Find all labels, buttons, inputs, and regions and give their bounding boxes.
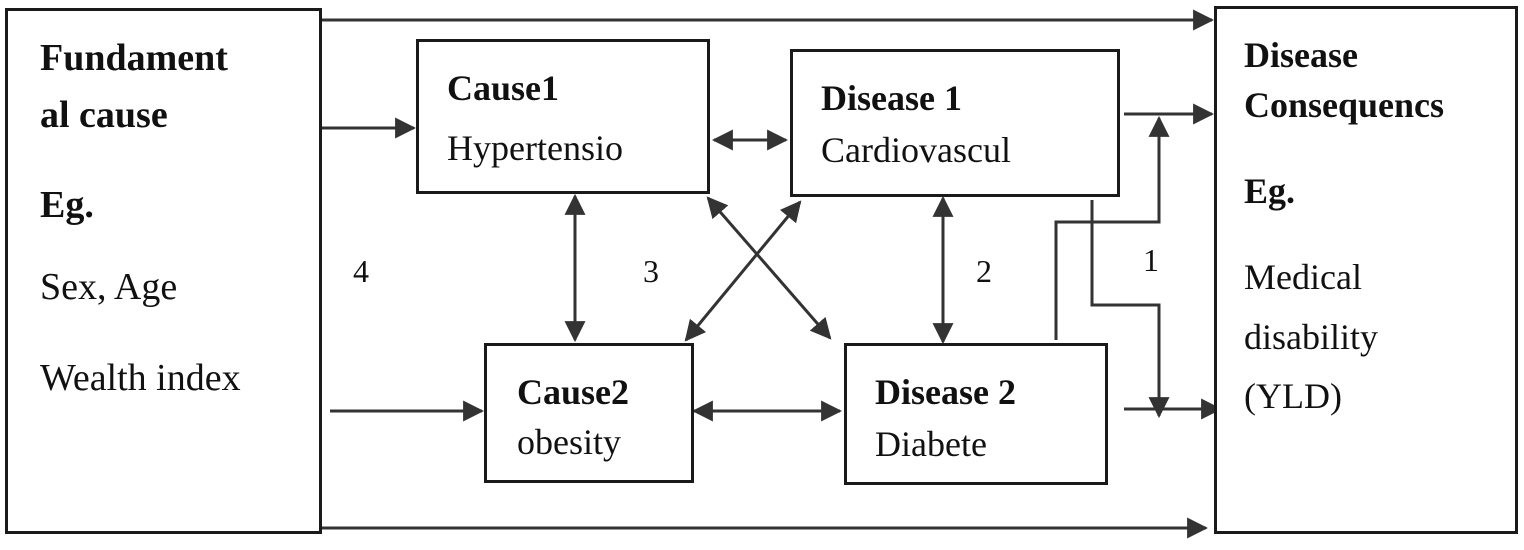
arrow-disease2-via-disease1 bbox=[1054, 115, 1170, 340]
path-label-2: 2 bbox=[976, 253, 992, 289]
disease-consequences-box: Disease Consequencs Eg. Medical disabili… bbox=[1214, 6, 1518, 534]
cause2-label: Cause2 bbox=[517, 372, 630, 412]
cause2-box: Cause2 obesity bbox=[484, 343, 694, 483]
disease1-box: Disease 1 Cardiovascul bbox=[790, 49, 1120, 197]
arrow-disease1-via-disease2 bbox=[1090, 200, 1170, 419]
path-label-4: 4 bbox=[353, 253, 369, 289]
disease1-name: Cardiovascul bbox=[821, 130, 1011, 170]
fundamental-cause-title-line1: Fundament bbox=[40, 37, 228, 79]
disease2-label: Disease 2 bbox=[875, 372, 1016, 412]
consequences-item-disability: disability bbox=[1244, 317, 1378, 357]
cause1-label: Cause1 bbox=[447, 68, 560, 108]
disease2-name: Diabete bbox=[875, 424, 987, 464]
consequences-item-yld: (YLD) bbox=[1244, 376, 1342, 416]
fundamental-cause-box: Fundament al cause Eg. Sex, Age Wealth i… bbox=[5, 8, 322, 534]
consequences-title-line1: Disease bbox=[1244, 35, 1358, 75]
path-label-1: 1 bbox=[1143, 242, 1159, 278]
disease1-label: Disease 1 bbox=[821, 78, 962, 118]
path-label-3: 3 bbox=[643, 253, 659, 289]
cause2-name: obesity bbox=[517, 422, 621, 462]
arrow-disease1-cause2 bbox=[684, 200, 802, 342]
fundamental-cause-item-sex-age: Sex, Age bbox=[40, 266, 178, 308]
fundamental-cause-eg: Eg. bbox=[40, 184, 94, 226]
cause1-box: Cause1 Hypertensio bbox=[416, 39, 710, 194]
cause1-name: Hypertensio bbox=[447, 128, 623, 168]
disease2-box: Disease 2 Diabete bbox=[844, 343, 1108, 485]
fundamental-cause-item-wealth: Wealth index bbox=[40, 357, 241, 399]
arrow-cause1-disease2 bbox=[706, 196, 832, 340]
consequences-title-line2: Consequencs bbox=[1244, 85, 1445, 125]
fundamental-cause-title-line2: al cause bbox=[40, 94, 168, 136]
consequences-item-medical: Medical bbox=[1244, 257, 1362, 297]
consequences-eg: Eg. bbox=[1244, 171, 1296, 211]
